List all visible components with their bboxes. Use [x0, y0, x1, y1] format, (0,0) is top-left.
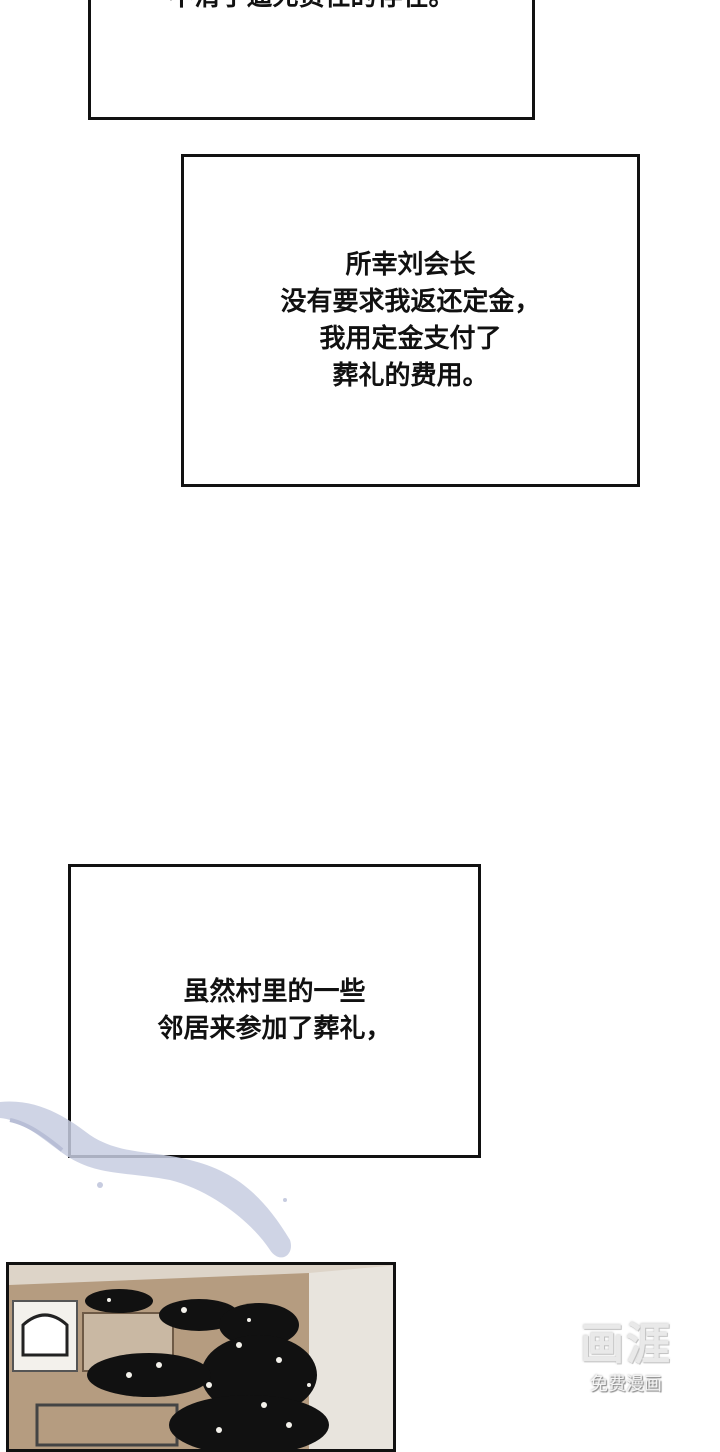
caption-text: 虽然村里的一些 邻居来参加了葬礼， — [157, 977, 392, 1044]
caption-box: 不清了逼死责任的存在。 — [88, 0, 535, 120]
funeral-illustration-panel — [6, 1262, 396, 1452]
ink-brush-stroke — [0, 1101, 291, 1258]
caption-box: 虽然村里的一些 邻居来参加了葬礼， — [68, 864, 481, 1158]
caption-box: 所幸刘会长 没有要求我返还定金， 我用定金支付了 葬礼的费用。 — [181, 154, 640, 487]
caption-text: 不清了逼死责任的存在。 — [168, 0, 454, 16]
caption-text: 所幸刘会长 没有要求我返还定金， 我用定金支付了 葬礼的费用。 — [280, 249, 541, 391]
watermark-logo: 画涯 — [580, 1319, 672, 1370]
watermark: 画涯 免费漫画 — [566, 1318, 686, 1418]
watermark-subtitle: 免费漫画 — [590, 1374, 662, 1395]
